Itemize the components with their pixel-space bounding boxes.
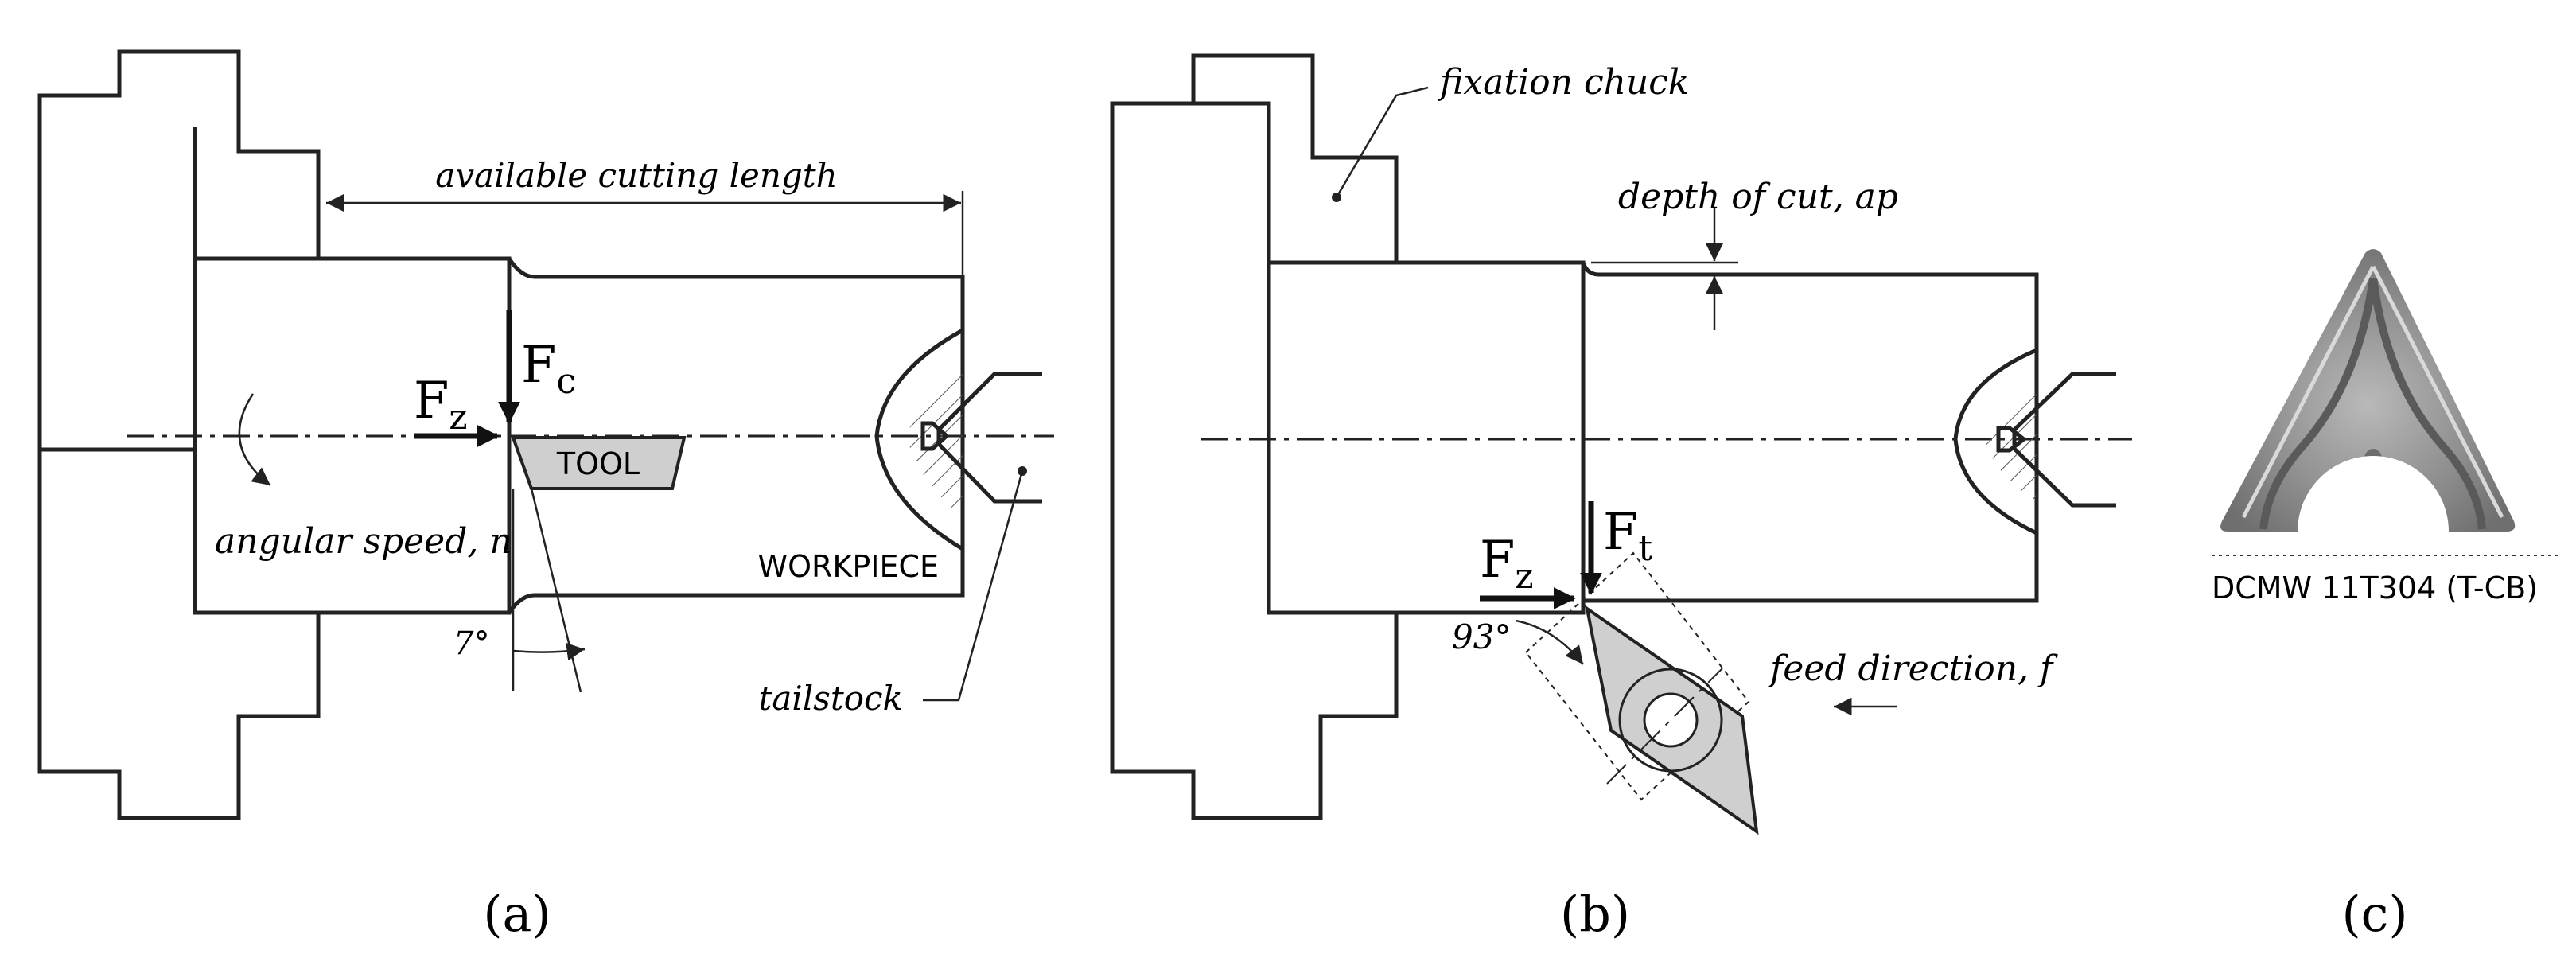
label-tool: TOOL	[556, 446, 640, 481]
label-feed-direction: feed direction, f	[1768, 648, 2058, 689]
tailstock-body-b	[2012, 372, 2116, 508]
panel-a: available cutting length Fc Fz TOOL angu…	[37, 49, 1054, 943]
panel-b: fixation chuck depth of cut, ap Ft Fz 93…	[1110, 53, 2132, 943]
panel-c: DCMW 11T304 (T-CB) (c)	[2212, 249, 2562, 943]
workpiece-shoulder-b	[1269, 260, 1586, 615]
panel-label-a: (a)	[483, 885, 551, 943]
insert-center-hole	[2298, 456, 2449, 532]
label-angle-93: 93°	[1452, 617, 1511, 656]
label-workpiece: WORKPIECE	[758, 549, 939, 584]
tool-shape-a	[511, 436, 687, 490]
tailstock-leader	[923, 470, 1024, 702]
insert-outer-circle	[1618, 668, 1723, 773]
label-fixation-chuck: fixation chuck	[1438, 62, 1690, 103]
label-available-cutting-length: available cutting length	[435, 156, 837, 195]
label-tailstock: tailstock	[759, 679, 903, 718]
label-fc: Fc	[521, 336, 576, 402]
insert-photo	[2220, 249, 2516, 532]
tailstock-hatch-b	[1985, 390, 2037, 501]
panel-label-c: (c)	[2341, 885, 2407, 943]
insert-chipbreaker	[2259, 278, 2486, 530]
tailstock-tip-a	[920, 421, 950, 451]
tailstock-cone-a	[874, 328, 964, 551]
workpiece-body-b	[1581, 262, 2039, 603]
label-fz-a: Fz	[414, 372, 468, 438]
tailstock-tip-b	[1996, 426, 2028, 453]
label-ft: Ft	[1603, 503, 1652, 569]
chuck-leader	[1335, 86, 1429, 198]
label-insert-caption: DCMW 11T304 (T-CB)	[2212, 570, 2538, 605]
tailstock-body-a	[936, 372, 1042, 504]
label-depth-of-cut: depth of cut, ap	[1618, 177, 1898, 217]
panel-label-b: (b)	[1560, 885, 1630, 943]
insert-edge-highlight	[2241, 265, 2504, 519]
tailstock-cone-b	[1953, 348, 2038, 535]
label-angular-speed: angular speed, n	[215, 521, 512, 562]
angle-arc-7	[512, 642, 586, 661]
angle-line-slanted-a	[530, 488, 582, 693]
angle-arc-93-visible	[1515, 619, 1584, 665]
label-angle-7: 7°	[453, 625, 489, 662]
rotation-arrow	[238, 393, 271, 486]
label-fz-b: Fz	[1480, 531, 1534, 597]
